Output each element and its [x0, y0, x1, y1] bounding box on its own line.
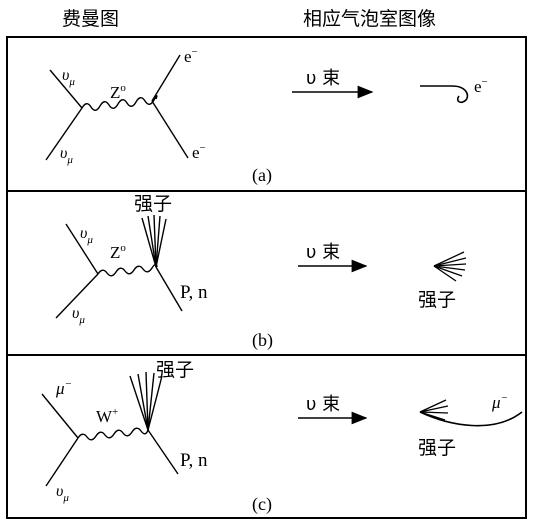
- neutrino-out-line: [45, 437, 79, 487]
- hadron-jet-3: [153, 214, 157, 268]
- caption-a: (a): [252, 165, 272, 186]
- electron-out-top-line: [151, 54, 181, 102]
- muon-track-c: [419, 411, 523, 427]
- neutrino-in-bottom-line: [55, 273, 99, 319]
- hadron-jet-3: [145, 371, 149, 431]
- electron-track-a: [420, 85, 469, 104]
- hadron-jet-1: [141, 217, 157, 268]
- hadrons-image-label: 强子: [418, 289, 456, 311]
- nucleon-out-line: [147, 429, 179, 475]
- neutrino-bottom-label: υμ: [72, 305, 85, 326]
- panel-c: [6, 354, 527, 519]
- hadron-spray-c: [419, 399, 449, 421]
- w-boson-propagator: [77, 427, 149, 441]
- neutrino-top-label: υμ: [62, 67, 75, 88]
- z-boson-label: Zo: [110, 82, 126, 102]
- neutrino-bottom-label: υμ: [56, 483, 69, 504]
- nucleon-out-line: [155, 266, 183, 312]
- hadron-jet-4: [147, 372, 155, 431]
- beam-label-b: υ 束: [306, 242, 340, 263]
- z-boson-propagator: [97, 263, 158, 277]
- beam-label-a: υ 束: [306, 68, 340, 89]
- z-boson-propagator: [81, 95, 158, 111]
- muon-label: μ−: [55, 378, 72, 398]
- hadron-jet-4: [155, 215, 161, 268]
- feynman-diagram-c: [41, 371, 179, 487]
- hadrons-label: 强子: [156, 359, 194, 381]
- muon-track-label: μ−: [491, 392, 508, 412]
- neutrino-bottom-label: υμ: [60, 145, 73, 166]
- bubble-chamber-header: 相应气泡室图像: [303, 8, 437, 30]
- hadron-jet-2: [147, 215, 157, 268]
- hadron-jet-2: [137, 373, 149, 431]
- caption-c: (c): [252, 494, 272, 515]
- neutrino-in-top-line: [49, 69, 83, 109]
- beam-label-c: υ 束: [306, 394, 340, 415]
- hadron-jet-1: [129, 375, 149, 431]
- caption-b: (b): [252, 330, 273, 351]
- nucleon-label: P, n: [180, 450, 208, 471]
- feynman-diagram-b: [55, 214, 183, 319]
- hadron-jet-5: [155, 218, 167, 268]
- hadrons-image-label: 强子: [418, 437, 456, 459]
- nucleon-label: P, n: [180, 282, 208, 303]
- neutrino-in-top-line: [65, 223, 99, 275]
- neutrino-top-label: υμ: [80, 225, 93, 246]
- z-boson-label: Zo: [110, 242, 126, 262]
- electron-bottom-label: e−: [192, 142, 206, 162]
- feynman-diagram-a: [45, 54, 189, 161]
- electron-track-label: e−: [474, 76, 488, 96]
- hadron-spray-b: [433, 251, 467, 282]
- muon-in-line: [41, 393, 79, 439]
- electron-top-label: e−: [184, 46, 198, 66]
- neutrino-in-bottom-line: [45, 107, 83, 161]
- feynman-diagram-header: 费曼图: [62, 8, 120, 30]
- electron-out-bottom-line: [151, 100, 189, 159]
- hadron-jet-5: [147, 375, 163, 431]
- w-boson-label: W+: [96, 406, 118, 426]
- hadrons-label: 强子: [134, 193, 172, 215]
